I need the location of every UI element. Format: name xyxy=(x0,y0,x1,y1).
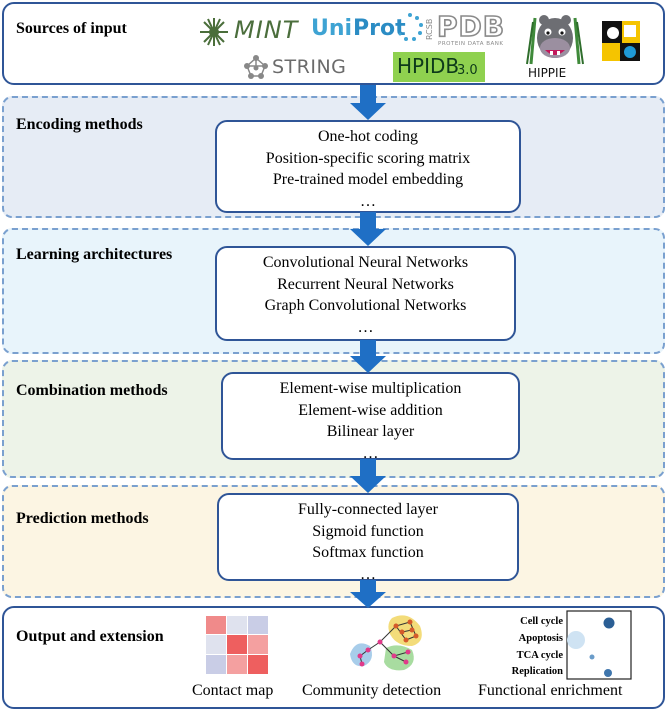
hpidb-version: 3.0 xyxy=(457,63,478,78)
combination-item: Bilinear layer xyxy=(326,423,415,440)
flow-arrow xyxy=(350,85,386,120)
sources-panel: Sources of input MINT Uni Prot RCSB PDB … xyxy=(2,2,665,85)
hpidb-logo: HPIDB 3.0 xyxy=(393,52,485,82)
combination-item: … xyxy=(362,444,379,462)
prediction-item: Fully-connected layer xyxy=(298,501,438,518)
database-logo-icon xyxy=(602,21,640,61)
sources-title: Sources of input xyxy=(16,20,127,37)
enrichment-term: Replication xyxy=(511,666,563,677)
hippo-icon xyxy=(526,15,584,65)
pdb-subtitle: PROTEIN DATA BANK xyxy=(438,41,504,47)
string-logo: STRING xyxy=(242,54,354,82)
string-network-icon xyxy=(244,55,268,79)
prediction-item: Sigmoid function xyxy=(312,522,424,540)
prediction-methods-box: Fully-connected layer Sigmoid function S… xyxy=(217,493,519,583)
encoding-item: … xyxy=(360,192,376,210)
contact-map-graphic xyxy=(206,616,268,674)
enrichment-chart: Cell cycle Apoptosis TCA cycle Replicati… xyxy=(478,610,638,682)
flow-arrow xyxy=(350,580,386,608)
contact-map-label: Contact map xyxy=(192,682,274,699)
hpidb-text: HPIDB xyxy=(397,54,460,78)
output-panel: Output and extension Contact map Commun xyxy=(2,606,665,709)
output-title: Output and extension xyxy=(16,628,164,645)
combination-title: Combination methods xyxy=(16,382,168,399)
encoding-title: Encoding methods xyxy=(16,116,143,133)
hippie-text: HIPPIE xyxy=(528,66,567,80)
string-text: STRING xyxy=(272,56,347,78)
learning-methods-box: Convolutional Neural Networks Recurrent … xyxy=(215,246,516,341)
pdb-text: PDB xyxy=(436,9,506,44)
prediction-item: Softmax function xyxy=(312,544,424,561)
uniprot-prot-text: Prot xyxy=(353,16,406,41)
flow-arrow xyxy=(350,212,386,246)
hippie-logo: HIPPIE xyxy=(525,8,585,82)
prediction-title: Prediction methods xyxy=(16,510,149,527)
enrichment-term: TCA cycle xyxy=(516,650,563,661)
enrichment-term: Cell cycle xyxy=(520,616,563,627)
encoding-item: Pre-trained model embedding xyxy=(272,171,464,188)
pdb-rcsb-text: RCSB xyxy=(425,18,434,40)
combination-methods-box: Element-wise multiplication Element-wise… xyxy=(221,372,520,462)
community-graph xyxy=(350,615,422,671)
community-detection-label: Community detection xyxy=(302,682,442,699)
mint-leaf-icon xyxy=(200,18,228,46)
uniprot-uni-text: Uni xyxy=(311,16,353,41)
learning-item: Graph Convolutional Networks xyxy=(264,297,467,314)
database-logo xyxy=(600,19,642,63)
learning-item: Recurrent Neural Networks xyxy=(277,275,454,293)
learning-title: Learning architectures xyxy=(16,246,173,263)
enrichment-plot-area xyxy=(566,610,632,680)
mint-logo: MINT xyxy=(196,14,306,50)
uniprot-dots-icon xyxy=(398,13,423,41)
learning-item: Convolutional Neural Networks xyxy=(262,254,469,271)
encoding-methods-box: One-hot coding Position-specific scoring… xyxy=(215,120,521,213)
combination-item: Element-wise addition xyxy=(298,401,443,419)
encoding-item: One-hot coding xyxy=(318,128,418,145)
combination-item: Element-wise multiplication xyxy=(279,380,462,397)
functional-enrichment-label: Functional enrichment xyxy=(478,682,623,699)
flow-arrow xyxy=(350,459,386,493)
learning-item: … xyxy=(357,318,374,336)
encoding-item: Position-specific scoring matrix xyxy=(265,149,471,167)
pdb-logo: RCSB PDB PROTEIN DATA BANK xyxy=(425,9,523,50)
flow-arrow xyxy=(350,340,386,373)
prediction-item: … xyxy=(360,565,376,583)
uniprot-logo: Uni Prot xyxy=(311,12,423,52)
enrichment-term: Apoptosis xyxy=(518,633,563,644)
mint-text: MINT xyxy=(234,16,299,44)
